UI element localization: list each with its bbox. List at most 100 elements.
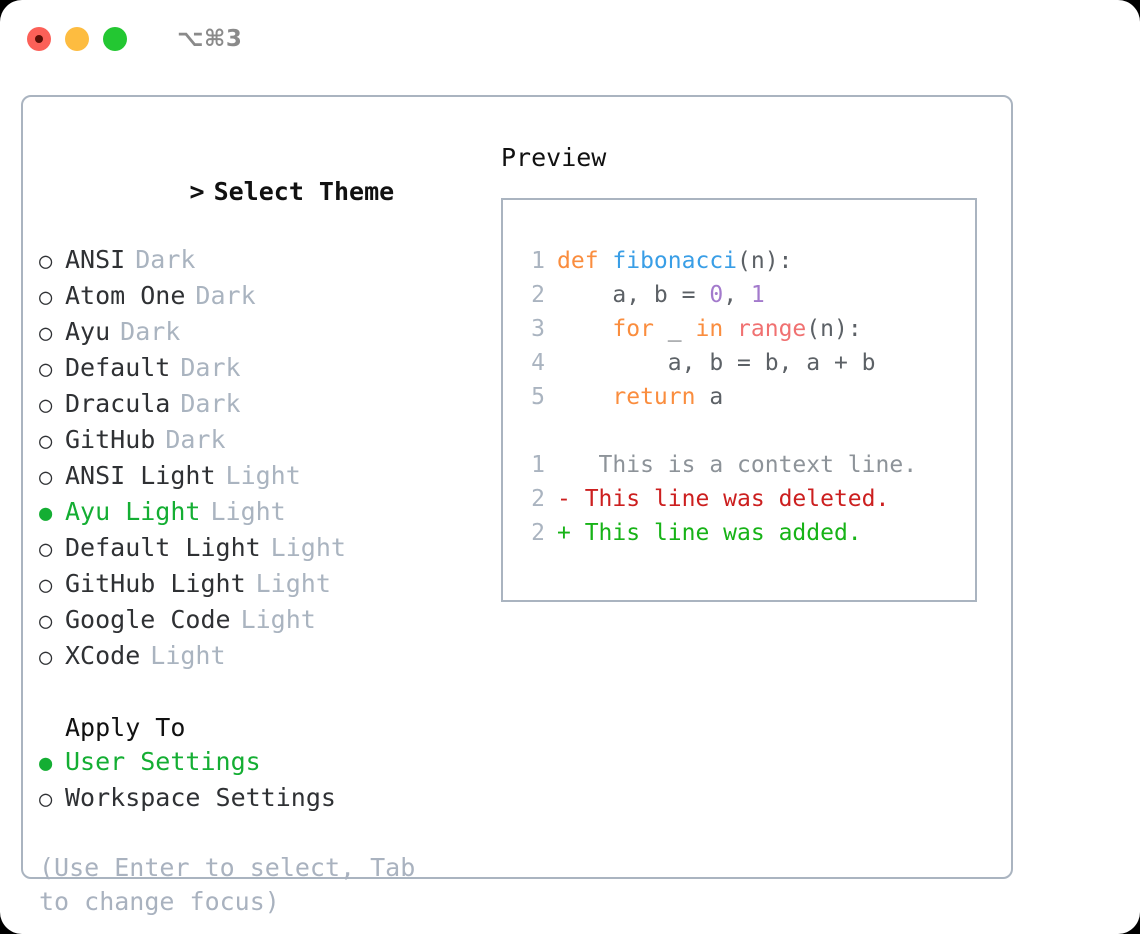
minimize-button[interactable] (65, 27, 89, 51)
recording-dot-icon (35, 35, 43, 43)
code-token (557, 384, 612, 410)
spacer (39, 675, 479, 711)
line-number: 2 (531, 520, 545, 546)
code-token (557, 316, 612, 342)
theme-option-label: Dracula (65, 389, 171, 418)
theme-variant-tag: Light (255, 569, 331, 598)
theme-variant-tag: Dark (135, 245, 196, 274)
line-number: 5 (531, 384, 545, 410)
traffic-lights (27, 27, 127, 51)
line-number: 3 (531, 316, 545, 342)
radio-unselected-icon: ○ (39, 249, 53, 274)
theme-option-label: Default Light (65, 533, 261, 562)
apply-to-title: Apply To (65, 713, 186, 742)
code-token (723, 316, 737, 342)
theme-option-9[interactable]: ○ GitHub Light Light (39, 567, 479, 603)
radio-unselected-icon: ○ (39, 321, 53, 346)
apply-to-option-0[interactable]: ● User Settings (39, 745, 479, 781)
keyboard-hint: (Use Enter to select, Tab to change focu… (39, 853, 416, 916)
theme-option-label: Atom One (65, 281, 186, 310)
theme-variant-tag: Light (150, 641, 226, 670)
maximize-button[interactable] (103, 27, 127, 51)
theme-variant-tag: Dark (180, 389, 241, 418)
code-token: 0 (709, 282, 724, 308)
theme-option-label: Ayu Light (65, 497, 201, 526)
code-line: 3 for _ in range(n): (519, 312, 975, 346)
diff-sample: 1 This is a context line.2- This line wa… (519, 448, 975, 550)
code-token: fibonacci (612, 248, 738, 274)
radio-unselected-icon: ○ (39, 573, 53, 598)
theme-variant-tag: Dark (120, 317, 181, 346)
theme-option-4[interactable]: ○ Dracula Dark (39, 387, 479, 423)
code-token: return (612, 384, 696, 410)
theme-option-2[interactable]: ○ Ayu Dark (39, 315, 479, 351)
diff-marker: + (557, 520, 571, 546)
preview-title: Preview (501, 143, 607, 172)
code-token: in (695, 316, 724, 342)
theme-option-label: ANSI (65, 245, 126, 274)
code-token: a, b = b, a + b (557, 350, 876, 376)
theme-variant-tag: Light (240, 605, 316, 634)
radio-selected-icon: ● (39, 501, 53, 526)
code-token: , (723, 282, 751, 308)
theme-option-label: GitHub (65, 425, 156, 454)
apply-to-option-1[interactable]: ○ Workspace Settings (39, 781, 479, 817)
radio-unselected-icon: ○ (39, 787, 53, 812)
code-token: _ (653, 316, 696, 342)
code-line: 5 return a (519, 380, 975, 414)
apply-to-list[interactable]: ● User Settings ○ Workspace Settings (39, 745, 479, 817)
code-token: a, b = (557, 282, 710, 308)
apply-to-option-label: Workspace Settings (65, 783, 336, 812)
theme-variant-tag: Dark (180, 353, 241, 382)
page-title: >Select Theme (39, 141, 479, 243)
radio-unselected-icon: ○ (39, 537, 53, 562)
theme-variant-tag: Light (225, 461, 301, 490)
theme-variant-tag: Light (210, 497, 286, 526)
line-number: 1 (531, 452, 545, 478)
code-line: 2 a, b = 0, 1 (519, 278, 975, 312)
diff-line: 2- This line was deleted. (519, 482, 975, 516)
code-line: 4 a, b = b, a + b (519, 346, 975, 380)
diff-line: 2 + This line was added. (519, 516, 975, 550)
diff-marker (557, 452, 571, 478)
code-token: (n): (806, 316, 862, 342)
code-token: 1 (750, 282, 765, 308)
title-bar: ⌥⌘3 (0, 0, 1140, 78)
diff-line: 1 This is a context line. (519, 448, 975, 482)
page-title-text: Select Theme (213, 177, 395, 206)
theme-option-label: Google Code (65, 605, 231, 634)
diff-text: This line was added. (570, 520, 862, 546)
close-button[interactable] (27, 27, 51, 51)
apply-to-option-label: User Settings (65, 747, 261, 776)
theme-variant-tag: Dark (165, 425, 226, 454)
diff-text: This is a context line. (570, 452, 918, 478)
line-number: 4 (531, 350, 545, 376)
code-token: range (737, 316, 807, 342)
code-token: def (557, 248, 613, 274)
theme-option-label: GitHub Light (65, 569, 246, 598)
theme-option-label: XCode (65, 641, 141, 670)
keyboard-shortcut-label: ⌥⌘3 (177, 26, 243, 52)
theme-variant-tag: Dark (195, 281, 256, 310)
radio-selected-icon: ● (39, 751, 53, 776)
theme-option-7[interactable]: ● Ayu Light Light (39, 495, 479, 531)
code-token: a (695, 384, 724, 410)
theme-option-0[interactable]: ○ ANSI Dark (39, 243, 479, 279)
theme-option-label: Ayu (65, 317, 111, 346)
radio-unselected-icon: ○ (39, 393, 53, 418)
theme-option-label: Default (65, 353, 171, 382)
